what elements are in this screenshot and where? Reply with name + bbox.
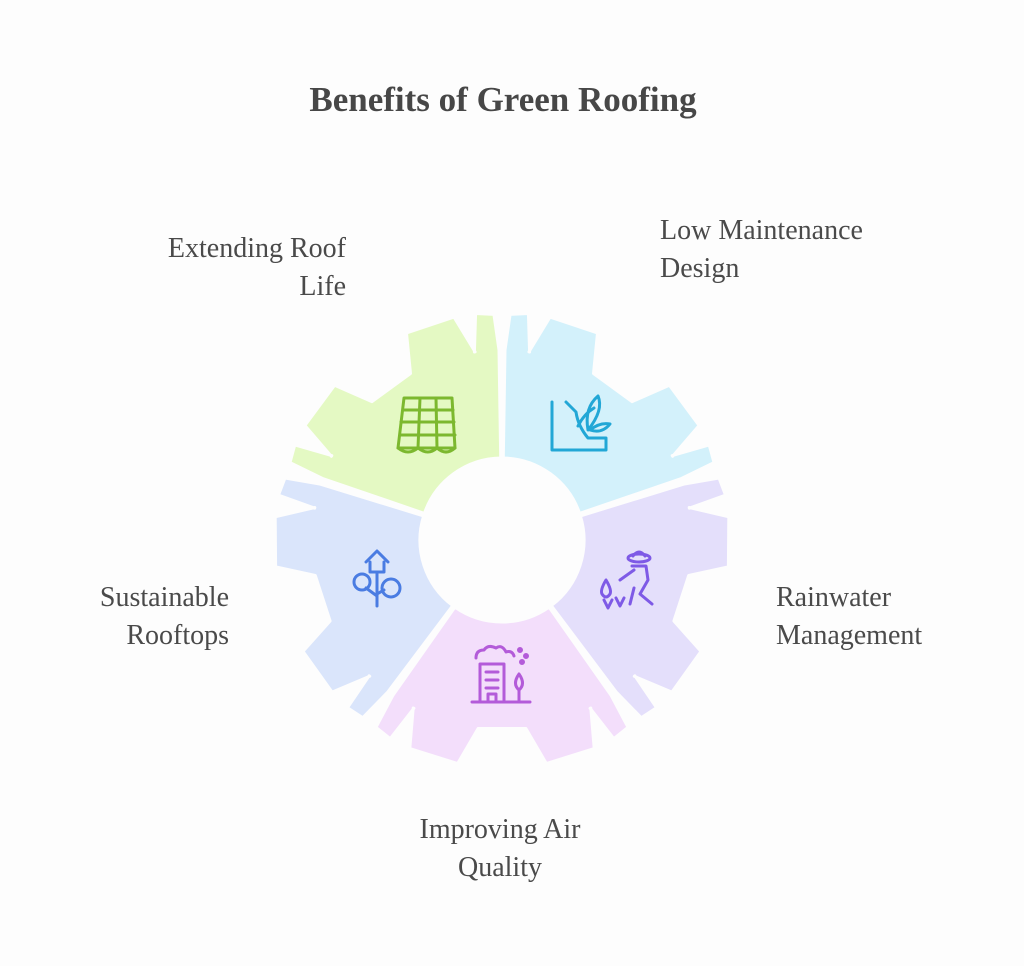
label-sustainable-rooftops: Sustainable Rooftops xyxy=(99,582,229,651)
gear-segments xyxy=(273,312,731,766)
roof-tiles-icon xyxy=(396,396,457,454)
gear-hub xyxy=(424,462,580,618)
label-low-maintenance-design: Low Maintenance Design xyxy=(660,215,863,284)
label-rainwater-management: Rainwater Management xyxy=(776,582,923,651)
gear-segment-lowmaint xyxy=(501,312,716,515)
plant-slope-icon xyxy=(550,394,612,452)
house-tree-icon xyxy=(352,549,402,608)
gear-segment-sustain xyxy=(273,476,455,720)
building-tree-air-icon xyxy=(470,644,532,704)
gardener-watering-icon xyxy=(600,550,654,610)
label-improving-air-quality: Improving Air Quality xyxy=(419,814,581,883)
label-extending-roof-life: Extending Roof Life xyxy=(167,233,346,302)
gear-segment-rain xyxy=(549,476,731,720)
diagram-title: Benefits of Green Roofing xyxy=(309,80,697,119)
gear-segment-air xyxy=(374,605,630,766)
gear-segment-extending xyxy=(288,312,503,515)
